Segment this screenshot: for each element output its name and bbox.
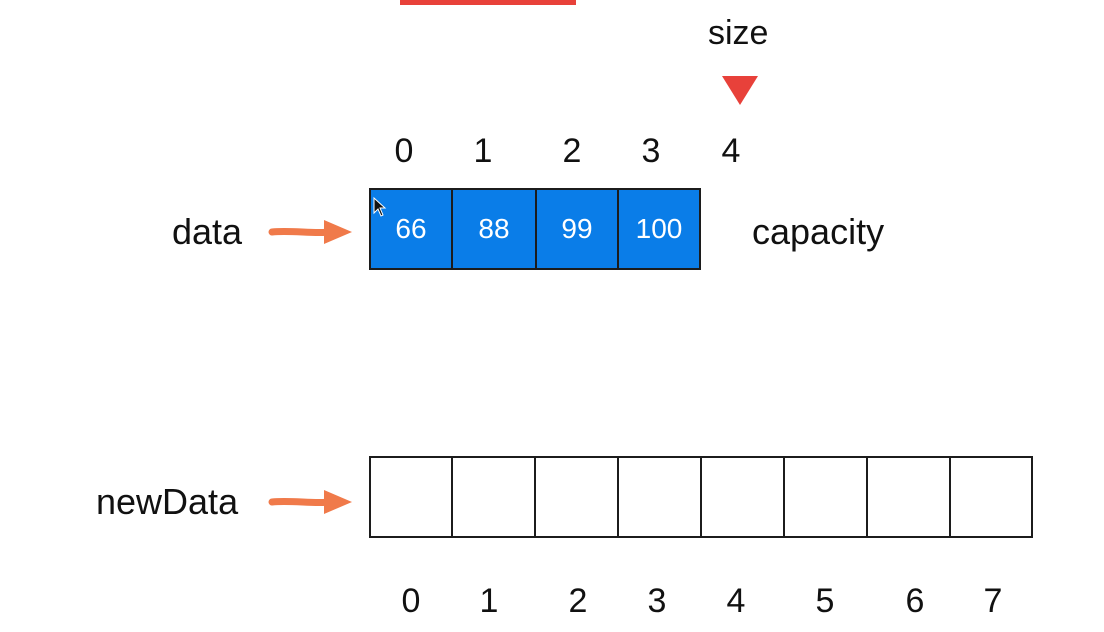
new-data-index-4: 4 (726, 582, 746, 620)
data-cell-2: 99 (535, 188, 619, 270)
new-data-cell-2 (534, 456, 619, 538)
new-data-cell-5 (783, 456, 868, 538)
data-array: 66 88 99 100 (369, 188, 701, 270)
new-data-index-7: 7 (983, 582, 1003, 620)
right-arrow-icon (268, 220, 352, 244)
data-cell-1: 88 (451, 188, 537, 270)
new-data-cell-0 (369, 456, 453, 538)
new-data-cell-7 (949, 456, 1033, 538)
new-data-array (369, 456, 1033, 538)
data-cell-value: 100 (635, 213, 683, 244)
down-triangle-icon (722, 76, 758, 105)
data-index-0: 0 (394, 132, 414, 170)
right-arrow-icon (268, 490, 352, 514)
data-cell-value: 99 (561, 213, 593, 244)
new-data-index-0: 0 (401, 582, 421, 620)
data-index-4: 4 (721, 132, 741, 170)
data-index-2: 2 (562, 132, 582, 170)
new-data-index-2: 2 (568, 582, 588, 620)
new-data-cell-1 (451, 456, 536, 538)
data-cell-value: 88 (478, 213, 510, 244)
data-cell-3: 100 (617, 188, 701, 270)
new-data-index-1: 1 (479, 582, 499, 620)
page-title-clipped: ▬▬▬▬ (400, 0, 720, 8)
data-label: data (172, 211, 243, 252)
data-index-1: 1 (473, 132, 493, 170)
new-data-cell-3 (617, 456, 702, 538)
data-index-3: 3 (641, 132, 661, 170)
new-data-cell-6 (866, 456, 951, 538)
size-label: size (708, 14, 769, 52)
new-data-index-3: 3 (647, 582, 667, 620)
new-data-label: newData (96, 481, 239, 522)
new-data-index-6: 6 (905, 582, 925, 620)
capacity-label: capacity (752, 211, 885, 252)
new-data-index-5: 5 (815, 582, 835, 620)
mouse-cursor-icon (373, 196, 387, 217)
data-cell-0: 66 (369, 188, 453, 270)
new-data-cell-4 (700, 456, 785, 538)
data-cell-value: 66 (395, 213, 427, 244)
